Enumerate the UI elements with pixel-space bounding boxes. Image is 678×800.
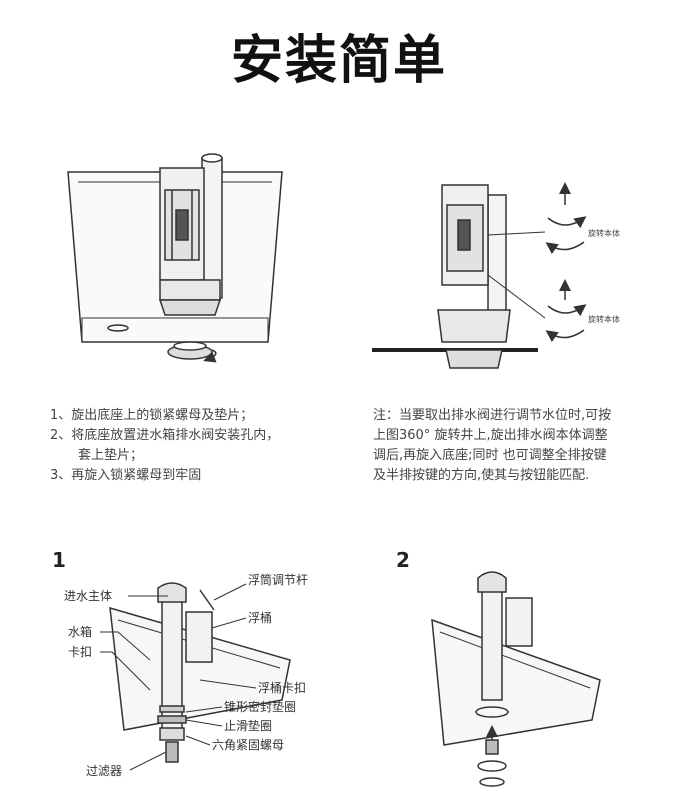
note-line-4: 及半排按键的方向,使其与按钮能匹配. <box>373 468 590 483</box>
tank-flush-valve-illustration <box>67 153 283 363</box>
note-line-1: 注：当要取出排水阀进行调节水位时,可按 <box>373 408 612 423</box>
label-filter: 过滤器 <box>86 764 122 778</box>
label-clip: 卡扣 <box>68 645 92 659</box>
note-line-2: 上图360° 旋转井上,旋出排水阀本体调整 <box>373 428 608 443</box>
label-anti-slip: 止滑垫圈 <box>224 718 272 733</box>
rotate-label-1: 旋转本体 <box>588 228 620 238</box>
instruction-line-2: 2、将底座放置进水箱排水阀安装孔内， <box>50 428 280 443</box>
page-title: 安装简单 <box>230 31 447 91</box>
fill-valve-diagram-1 <box>109 582 291 763</box>
instruction-line-1: 1、旋出底座上的锁紧螺母及垫片； <box>50 408 254 423</box>
step-number-2: 2 <box>396 548 410 572</box>
label-tank: 水箱 <box>68 624 92 639</box>
instruction-line-3: 3、再旋入锁紧螺母到牢固 <box>50 468 202 483</box>
label-cone-seal: 锥形密封垫圈 <box>224 699 296 714</box>
rotate-valve-illustration <box>372 182 587 369</box>
adjustment-note: 注：当要取出排水阀进行调节水位时,可按 上图360° 旋转井上,旋出排水阀本体调… <box>373 406 643 486</box>
label-float-rod: 浮筒调节杆 <box>248 572 308 587</box>
note-line-3: 调后,再旋入底座;同时 也可调整全排按键 <box>373 448 607 463</box>
rotate-label-2: 旋转本体 <box>588 314 620 324</box>
label-inlet-body: 进水主体 <box>64 589 112 603</box>
label-float: 浮桶 <box>248 610 272 625</box>
label-hex-nut: 六角紧固螺母 <box>212 738 284 752</box>
leader-lines-diagram-1 <box>100 583 257 771</box>
fill-valve-diagram-2 <box>431 571 601 787</box>
instruction-line-2-cont: 套上垫片； <box>78 448 144 463</box>
installation-instructions: 1、旋出底座上的锁紧螺母及垫片； 2、将底座放置进水箱排水阀安装孔内， 套上垫片… <box>50 406 350 486</box>
label-float-clip: 浮桶卡扣 <box>258 680 306 695</box>
step-number-1: 1 <box>52 548 66 572</box>
